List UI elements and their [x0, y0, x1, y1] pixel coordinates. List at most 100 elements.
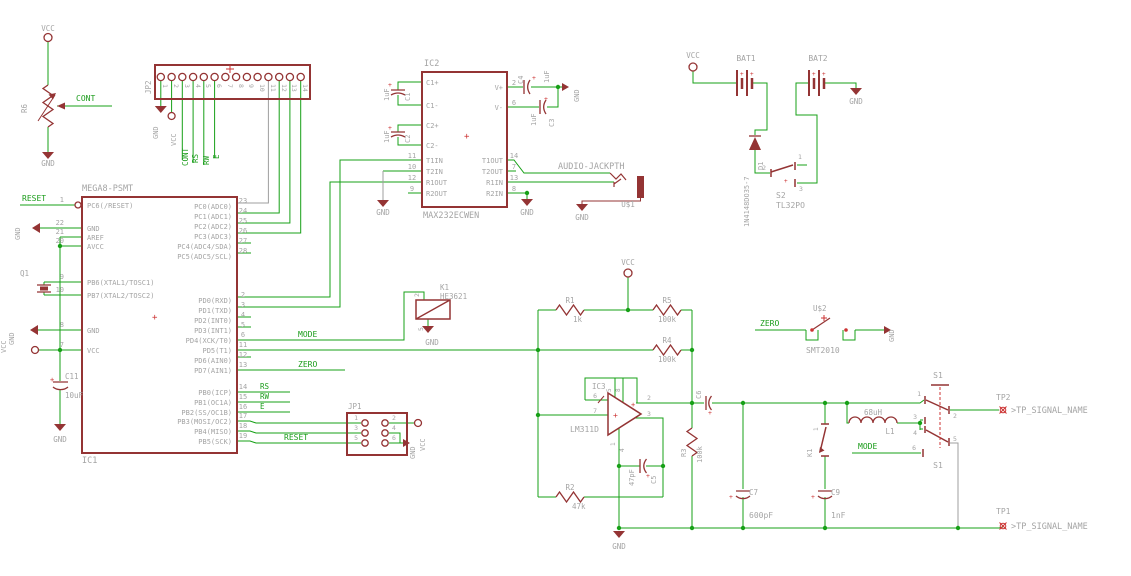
r6-trimmer-arrowhead: [48, 93, 56, 100]
ic1-pin-name: GND: [87, 225, 100, 233]
jp2-pin-number: 12: [280, 84, 288, 92]
ic1-vcc7-label: VCC: [0, 340, 8, 353]
c5-name: C5: [650, 476, 658, 484]
ic1-pin-num: 22: [56, 219, 64, 227]
ic1-pin-name: PD4(XCK/T0): [186, 337, 232, 345]
ic1-pin-num: 17: [239, 412, 247, 420]
ic1-pin-num: 12: [239, 351, 247, 359]
ic1-pin-num: 2: [241, 291, 245, 299]
gnd-label-pot: GND: [41, 159, 55, 168]
ic1-pin-num: 14: [239, 383, 247, 391]
r2-name: R2: [565, 483, 574, 492]
ic2-pin-name: R2OUT: [426, 190, 448, 198]
us2-pad-dot: [844, 328, 848, 332]
ic1-pin-name: PD0(RXD): [198, 297, 232, 305]
wire-ic1-stubs: [237, 242, 251, 358]
ic1-pin-name: PD3(INT1): [194, 327, 232, 335]
ic3-plus-out: +: [631, 401, 635, 409]
c1-name: C1: [404, 93, 412, 101]
s1-pin-num: 5: [953, 435, 957, 443]
ic2-pin-num: 14: [510, 152, 518, 160]
jp2-pin-number: 10: [258, 84, 266, 92]
c11-name: C11: [65, 372, 79, 381]
jp1-pin-num: 3: [354, 424, 358, 432]
ic2-pin-name: T1OUT: [482, 157, 504, 165]
k1-coil: [415, 299, 451, 320]
tp1-name: TP1: [996, 507, 1011, 516]
jp1-pin-num: 4: [392, 424, 396, 432]
vcc-label-mid: VCC: [621, 258, 635, 267]
junction-dots: [57, 84, 961, 531]
us2-gnd-label: GND: [888, 329, 896, 342]
vcc-label-bat: VCC: [686, 51, 700, 60]
net-e-label: E: [260, 402, 265, 411]
s1-pin-num: 2: [953, 412, 957, 420]
s2-plus: +: [784, 178, 788, 185]
c9-value: 1nF: [831, 511, 846, 520]
s1-refdes-top: S1: [933, 371, 943, 380]
ic1-origin-cross: +: [152, 313, 158, 323]
ic3-pin-num: 3: [647, 410, 651, 418]
wire-jp2-power: [160, 81, 173, 112]
ic1-pin-name: PC3(ADC3): [194, 233, 232, 241]
vcc-symbol-jp2: [167, 111, 176, 121]
jp1-pin-num: 6: [392, 434, 396, 442]
r6-wiper-arrowhead: [57, 102, 65, 110]
ic2-pin-name: C1+: [426, 79, 439, 87]
ic1-pin-num: 4: [241, 311, 245, 319]
ic1-pin-num: 20: [56, 237, 64, 245]
jp2-pin-number: 4: [194, 84, 202, 88]
jp1-vcc-label: VCC: [419, 438, 427, 451]
s1-pin-num: 6: [912, 444, 916, 452]
ic2-pin-name: R1IN: [486, 179, 503, 187]
wire-l1: [846, 403, 923, 430]
c5-plus: +: [646, 472, 650, 480]
l1-value: 68uH: [864, 408, 883, 417]
ic1-pin-name: PD7(AIN1): [194, 367, 232, 375]
q1-crystal: [37, 284, 51, 293]
s2-part: TL32PO: [776, 201, 805, 210]
ic1-pin-num: 5: [241, 321, 245, 329]
jp2-pin-number: 7: [226, 84, 234, 88]
jp2-pin-number: 8: [237, 84, 245, 88]
c7-plus: +: [729, 493, 733, 501]
q1-name: Q1: [20, 269, 29, 278]
ic1-pin-name: PD5(T1): [202, 347, 232, 355]
jp2-net-e: E: [212, 154, 221, 159]
jp1-pin-num: 5: [354, 434, 358, 442]
ic2-pin-num: 8: [512, 185, 516, 193]
c6-name: C6: [695, 391, 703, 399]
r1-name: R1: [565, 296, 574, 305]
ic2-part-name: MAX232ECWEN: [423, 211, 479, 221]
ic1-pin-name: PB2(SS/OC1B): [181, 409, 232, 417]
ic2-pin-num: 13: [510, 174, 518, 182]
jp2-origin-cross: [226, 65, 234, 73]
bat1-name: BAT1: [736, 54, 755, 63]
c4-name: C4: [517, 76, 525, 84]
ic2-pin-name: T2OUT: [482, 168, 504, 176]
tp1-signal: >TP_SIGNAL_NAME: [1011, 522, 1088, 532]
ic3-pin6-slash: [597, 395, 605, 404]
s2-refdes: S2: [776, 191, 786, 200]
r4-name: R4: [662, 336, 672, 345]
wire-pot: [47, 42, 112, 152]
k1-gnd-label: GND: [425, 338, 439, 347]
jp1-pins: [361, 419, 389, 447]
wire-bat1: [692, 71, 768, 135]
wire-bat2-s2: [795, 82, 818, 184]
k1-contact-name: K1: [806, 449, 814, 457]
ic1-pin-num: 6: [241, 331, 245, 339]
jack-refdes: U$1: [621, 200, 635, 209]
jp2-pin-number: 13: [290, 84, 298, 92]
c1-cap: [390, 89, 406, 96]
jp2-vcc-label: VCC: [170, 133, 178, 146]
ic1-body: [81, 196, 238, 454]
jp2-gnd-label: GND: [152, 126, 160, 139]
ic2-pin-name: C2+: [426, 122, 439, 130]
s1-pin-num: 1: [917, 390, 921, 398]
ic3-pin-num: 1: [610, 442, 617, 446]
c9-cap: [817, 490, 833, 500]
vcc-symbol-ic1: [30, 345, 40, 355]
ic1-pin-name: PC4(ADC4/SDA): [177, 243, 232, 251]
